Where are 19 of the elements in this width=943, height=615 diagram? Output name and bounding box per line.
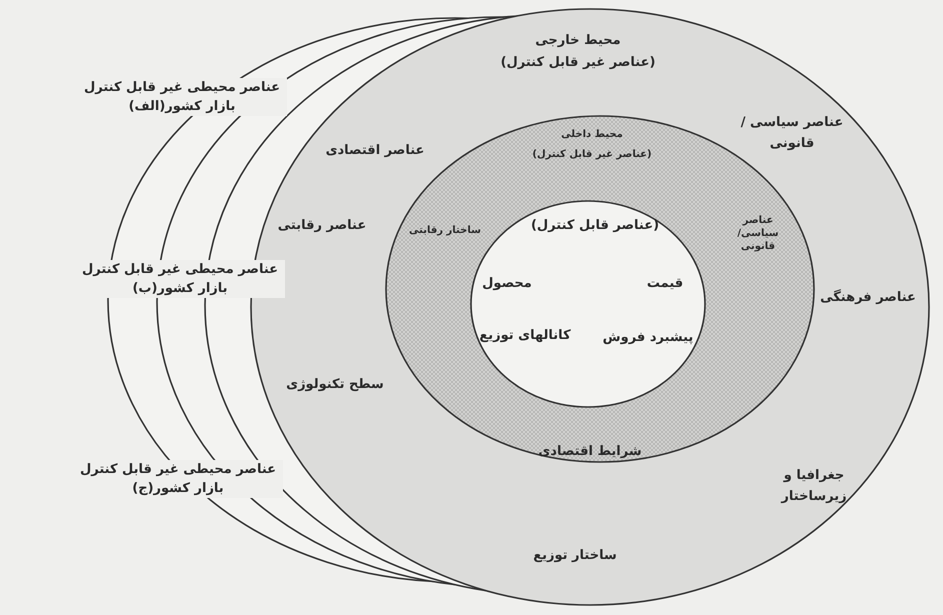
- ellipse-label: ساختار توزیع: [532, 547, 618, 565]
- ellipse-label: ساختار رقابتی: [408, 224, 482, 237]
- ellipse-label: قیمت: [646, 275, 684, 293]
- ellipse-label: محصول: [481, 275, 533, 293]
- ellipse-label: شرایط اقتصادی: [537, 443, 643, 461]
- ellipse-label: عناصر سیاسی/ قانونی: [736, 214, 780, 253]
- ellipse-label: عناصر اقتصادی: [324, 142, 426, 160]
- ellipse-label: جغرافیا و زیرساختار: [780, 467, 848, 506]
- ellipse-label: عناصر فرهنگی: [820, 288, 916, 307]
- ellipse-label: پیشبرد فروش: [602, 329, 694, 347]
- ellipse-label: عناصر سیاسی / قانونی: [740, 114, 844, 153]
- ellipse-label: محیط خارجی: [534, 32, 622, 50]
- ellipse-label: سطح تکنولوژی: [285, 376, 385, 394]
- ellipse-label: محیط داخلی: [560, 128, 624, 141]
- ellipse-label: (عناصر قابل کنترل): [530, 217, 660, 235]
- ellipse-label: (عناصر غیر قابل کنترل): [500, 54, 656, 72]
- ellipse-label: (عناصر غیر قابل کنترل): [531, 148, 653, 161]
- ellipse-label: کانالهای توزیع: [478, 327, 572, 345]
- ellipse-label: عناصر رقابتی: [276, 217, 368, 235]
